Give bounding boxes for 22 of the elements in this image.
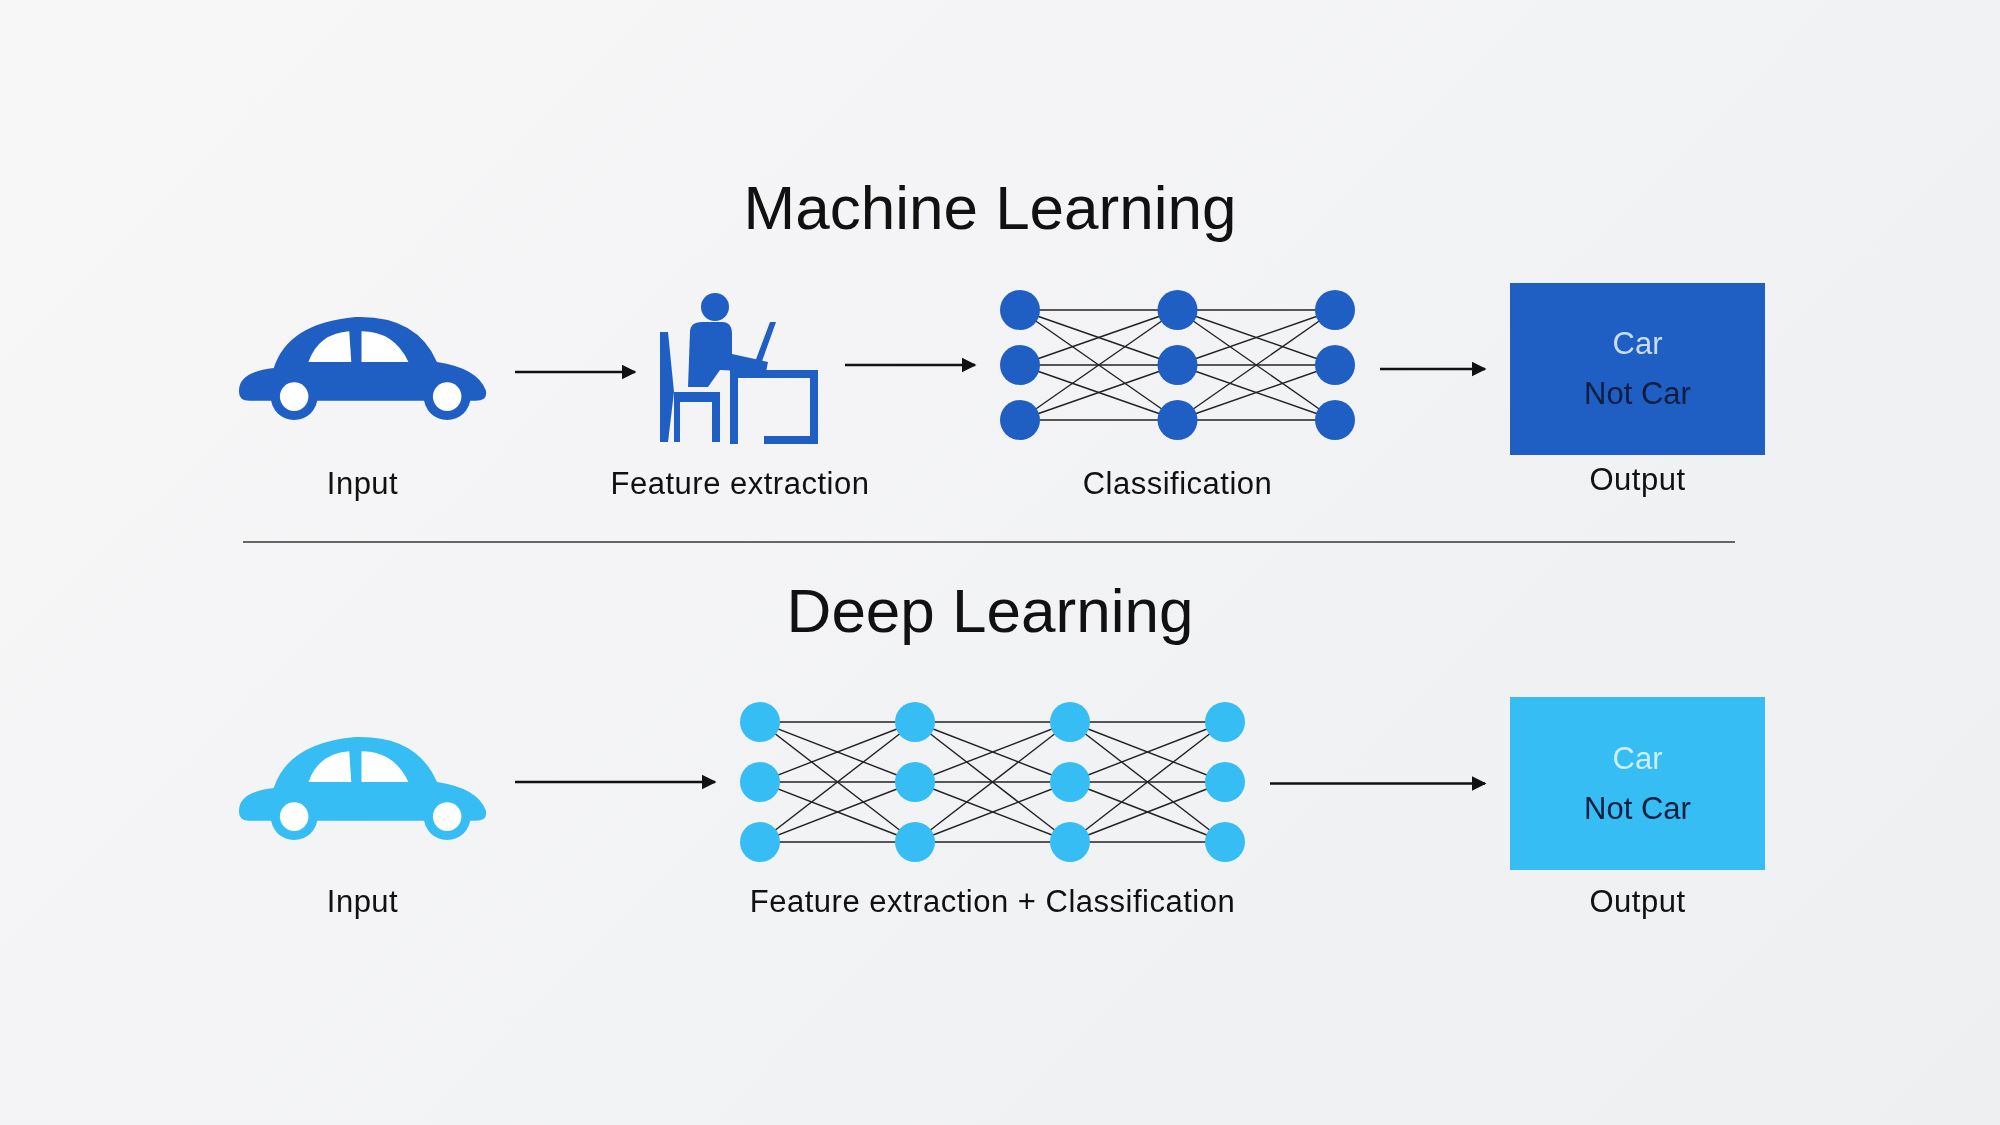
caption-label: Input (326, 466, 399, 502)
caption-label: Feature extraction (610, 466, 870, 502)
section-heading: Deep Learning (786, 575, 1194, 646)
section-heading: Machine Learning (743, 172, 1237, 243)
arrow (515, 774, 717, 790)
neural-network-drawing (740, 702, 1245, 862)
caption-label: Classification (1082, 466, 1273, 502)
output-box (1510, 283, 1765, 455)
output-text: Not Car (1584, 789, 1691, 828)
output-text: Not Car (1584, 375, 1691, 413)
caption-label: Feature extraction + Classification (749, 884, 1236, 920)
neural-network-drawing (1000, 290, 1355, 440)
caption-label: Output (1589, 884, 1686, 920)
arrow (515, 364, 637, 380)
caption-label: Input (326, 884, 399, 920)
caption-label: Output (1589, 462, 1686, 498)
arrow (1380, 361, 1487, 377)
output-box (1510, 697, 1765, 870)
arrow (845, 357, 977, 373)
output-text: Car (1612, 325, 1663, 363)
output-text: Car (1612, 739, 1663, 778)
arrow (1270, 776, 1487, 791)
